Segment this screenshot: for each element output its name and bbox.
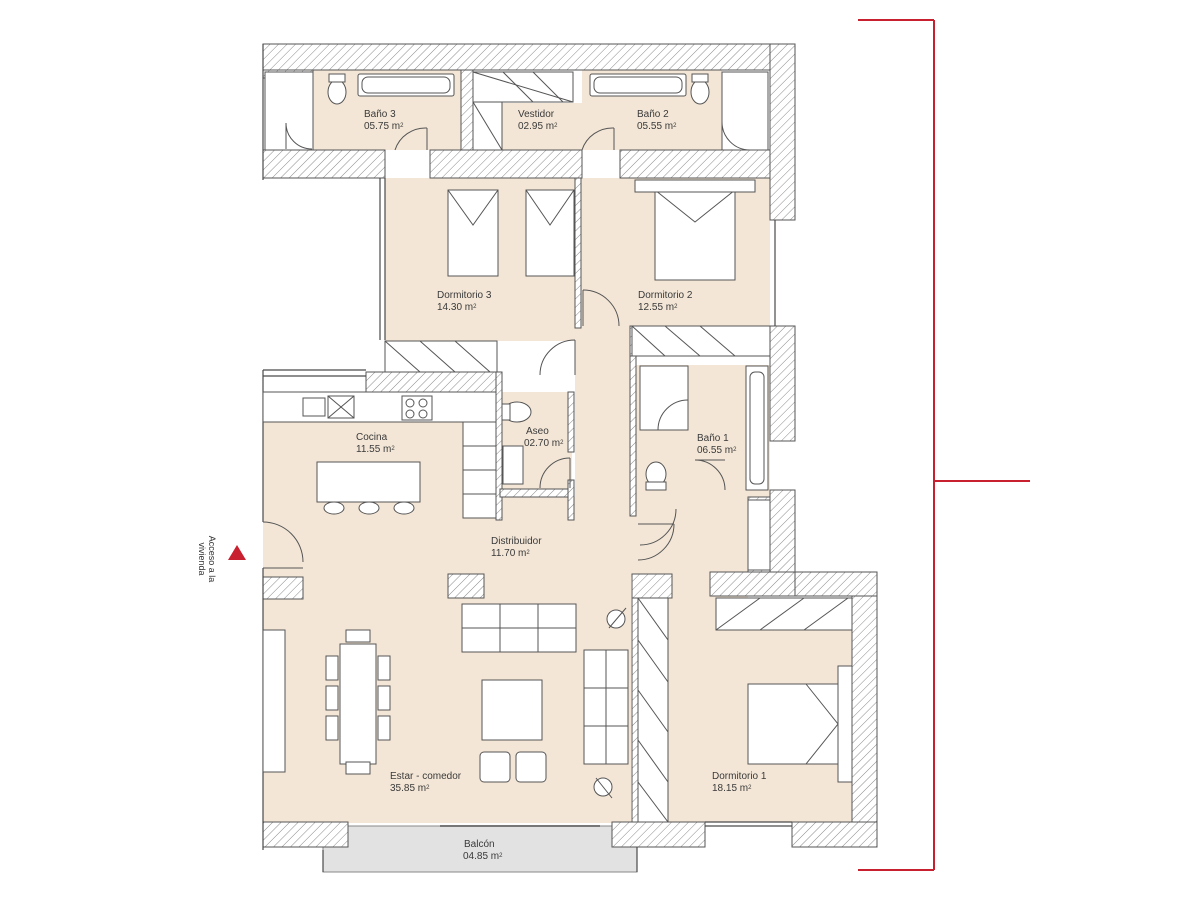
room-area: 11.55 m (356, 444, 392, 455)
floor-vestidor (502, 103, 582, 150)
room-name: Baño 3 (364, 109, 396, 120)
entry-door (262, 508, 677, 569)
room-name: Dormitorio 1 (712, 771, 767, 782)
dormitorio2-furniture (582, 179, 771, 357)
label-dormitorio3: Dormitorio 3 14.30 m2 (437, 290, 491, 314)
room-name: Cocina (356, 432, 388, 443)
room-area: 11.70 m (491, 548, 527, 559)
label-estar: Estar - comedor 35.85 m2 (390, 771, 461, 795)
access-arrow-icon (228, 545, 246, 560)
label-distribuidor: Distribuidor 11.70 m2 (491, 536, 542, 560)
area-unit-sup: 2 (400, 123, 404, 129)
label-dormitorio2: Dormitorio 2 12.55 m2 (638, 290, 692, 314)
area-unit-sup: 2 (426, 785, 430, 791)
label-vestidor: Vestidor 02.95 m2 (518, 109, 557, 133)
room-name: Baño 1 (697, 433, 729, 444)
room-name: Dormitorio 2 (638, 290, 693, 301)
area-unit-sup: 2 (748, 785, 752, 791)
vestidor-fixtures (472, 71, 574, 151)
room-area: 12.55 m (638, 302, 675, 313)
label-balcon: Balcón 04.85 m2 (463, 839, 502, 863)
area-unit-sup: 2 (673, 123, 677, 129)
room-name: Baño 2 (637, 109, 669, 120)
label-aseo: Aseo 02.70 m2 (524, 426, 563, 450)
area-unit-sup: 2 (733, 447, 737, 453)
area-unit-sup: 2 (499, 853, 503, 859)
dormitorio1-furniture (637, 499, 853, 823)
bano3-fixtures (264, 71, 455, 151)
area-unit-sup: 2 (526, 550, 530, 556)
room-area: 04.85 m (463, 851, 500, 862)
label-dormitorio1: Dormitorio 1 18.15 m2 (712, 771, 766, 795)
room-name: Estar - comedor (390, 771, 462, 782)
section-indicator (858, 19, 1030, 871)
dormitorio3-furniture (384, 189, 576, 376)
access-label: Acceso a la vivienda (197, 535, 217, 583)
room-name: Dormitorio 3 (437, 290, 492, 301)
room-name: Distribuidor (491, 536, 542, 547)
room-area: 14.30 m (437, 302, 474, 313)
label-bano3: Baño 3 05.75 m2 (364, 109, 403, 133)
room-area: 02.70 m (524, 438, 561, 449)
room-area: 18.15 m (712, 783, 749, 794)
room-area: 02.95 m (518, 121, 555, 132)
kitchen-fixtures (262, 391, 497, 519)
bano2-fixtures (581, 71, 769, 151)
area-unit-sup: 2 (560, 440, 564, 446)
bano1-fixtures (637, 365, 769, 561)
room-name: Aseo (526, 426, 549, 437)
room-area: 35.85 m (390, 783, 427, 794)
floor-entry (263, 522, 463, 577)
room-area: 05.55 m (637, 121, 674, 132)
area-unit-sup: 2 (554, 123, 558, 129)
aseo-fixtures (501, 401, 571, 489)
living-furniture (262, 603, 629, 799)
room-name: Vestidor (518, 109, 555, 120)
area-unit-sup: 2 (391, 446, 395, 452)
area-unit-sup: 2 (473, 304, 477, 310)
room-area: 05.75 m (364, 121, 401, 132)
label-cocina: Cocina 11.55 m2 (356, 432, 395, 456)
label-bano1: Baño 1 06.55 m2 (697, 433, 736, 457)
room-area: 06.55 m (697, 445, 734, 456)
room-name: Balcón (464, 839, 495, 850)
label-bano2: Baño 2 05.55 m2 (637, 109, 676, 133)
area-unit-sup: 2 (674, 304, 678, 310)
